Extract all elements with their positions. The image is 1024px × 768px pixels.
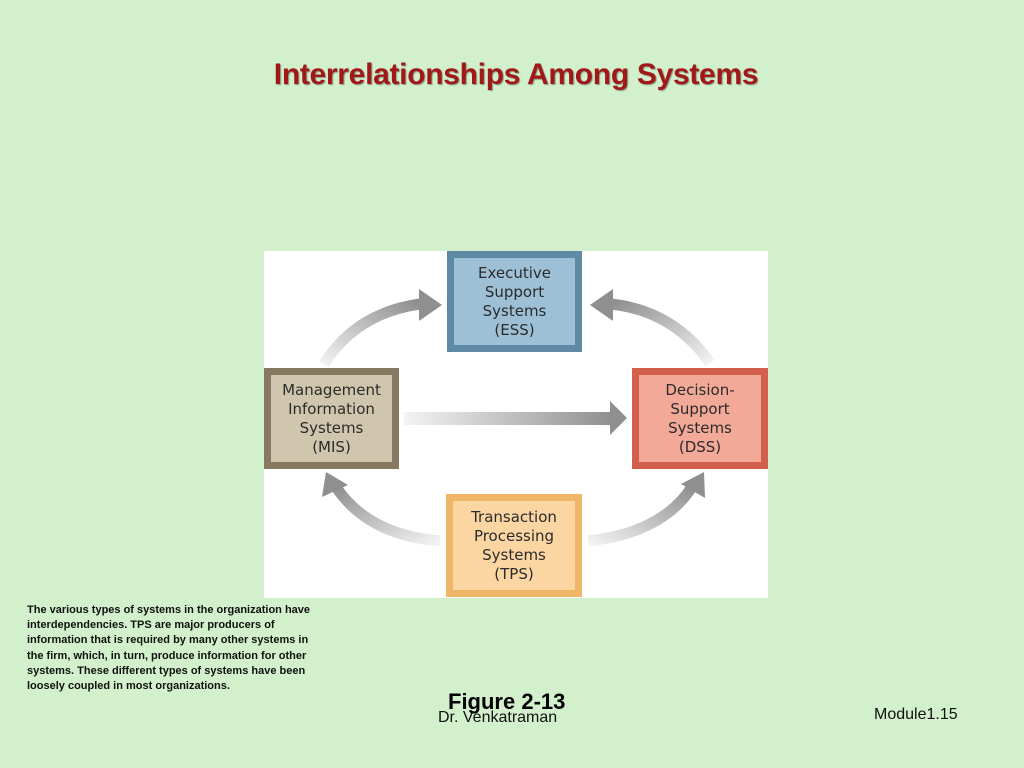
arrow-mis-to-ess xyxy=(319,289,442,367)
tps-line-4: (TPS) xyxy=(494,564,534,583)
mis-line-4: (MIS) xyxy=(312,437,351,456)
ess-line-4: (ESS) xyxy=(494,320,535,339)
ess-line-3: Systems xyxy=(482,301,547,320)
mis-line-1: Management xyxy=(282,380,381,399)
mis-line-2: Information xyxy=(288,399,375,418)
dss-line-3: Systems xyxy=(668,418,732,437)
mis-line-3: Systems xyxy=(299,418,364,437)
footer-module-number: Module1.15 xyxy=(874,706,958,723)
diagram-arrows xyxy=(319,289,715,547)
arrow-tps-to-mis xyxy=(322,472,441,547)
tps-line-2: Processing xyxy=(473,526,555,545)
ess-line-1: Executive xyxy=(477,263,552,282)
ess-box: Executive Support Systems (ESS) xyxy=(447,251,582,352)
dss-line-1: Decision- xyxy=(665,380,735,399)
tps-line-1: Transaction xyxy=(471,507,557,526)
arrow-tps-to-dss xyxy=(587,472,705,547)
footer-author: Dr. Venkatraman xyxy=(438,709,558,726)
slide-title: Interrelationships Among Systems xyxy=(273,58,759,91)
mis-box: Management Information Systems (MIS) xyxy=(264,368,399,469)
tps-line-3: Systems xyxy=(482,545,546,564)
dss-line-4: (DSS) xyxy=(678,437,722,456)
arrow-mis-to-dss xyxy=(404,401,627,435)
dss-box: Decision- Support Systems (DSS) xyxy=(632,368,768,469)
systems-diagram: Executive Support Systems (ESS) Manageme… xyxy=(264,251,768,598)
figure-label: Figure 2-13 xyxy=(448,689,566,714)
arrow-dss-to-ess xyxy=(590,289,715,367)
tps-box: Transaction Processing Systems (TPS) xyxy=(446,494,582,597)
ess-line-2: Support xyxy=(484,282,545,301)
figure-caption: The various types of systems in the orga… xyxy=(27,604,311,693)
dss-line-2: Support xyxy=(670,399,730,418)
